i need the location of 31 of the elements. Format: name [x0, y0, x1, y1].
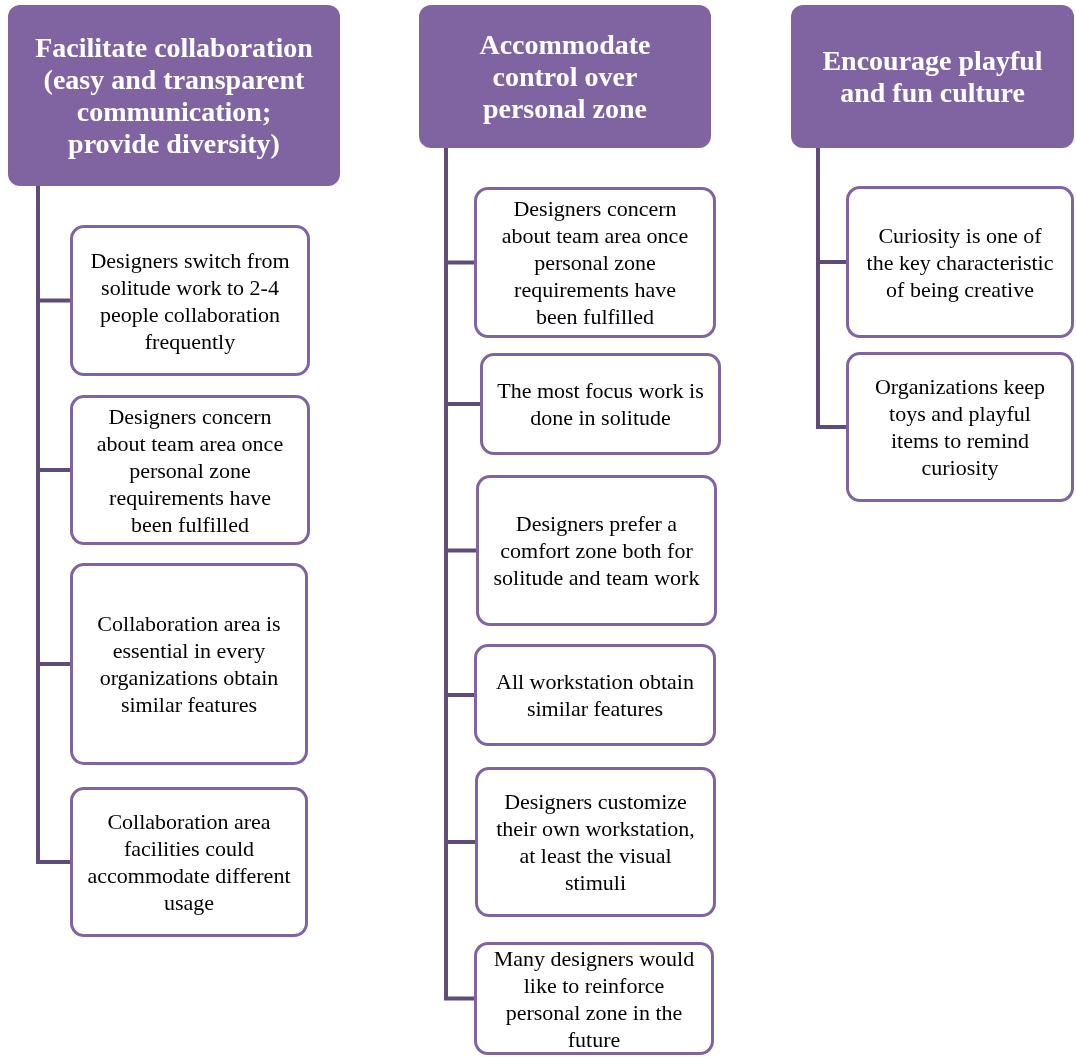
finding-box [474, 187, 716, 338]
finding-box [70, 225, 310, 376]
box-text: Facilitate collaboration (easy and transparent communication; provide diversity) [34, 31, 314, 160]
finding-box [475, 767, 716, 917]
box-text: Many designers would like to reinforce personal zone in the future [492, 944, 696, 1053]
finding-box [70, 787, 308, 937]
box-text: Designers prefer a comfort zone both for solitude and team work [493, 510, 700, 591]
finding-box [476, 475, 717, 626]
box-text: Designers concern about team area once personal zone requirements have been fulfilled [95, 402, 285, 538]
finding-box [846, 186, 1074, 338]
box-text: The most focus work is done in solitude [497, 377, 704, 431]
box-text: Accommodate control over personal zone [478, 28, 652, 125]
box-text: Designers customize their own workstation, at least the visual stimuli [495, 788, 696, 896]
box-text: Designers switch from solitude work to 2-4 people collaboration frequently [89, 246, 291, 355]
finding-box [474, 644, 716, 746]
box-text: Collaboration area facilities could accommodate different usage [87, 808, 291, 916]
category-header-box [8, 5, 340, 186]
box-text: Organizations keep toys and playful items to remind curiosity [873, 373, 1046, 481]
category-header-box [419, 5, 711, 148]
finding-box [846, 352, 1074, 502]
finding-box [70, 563, 308, 765]
box-text: All workstation obtain similar features [495, 668, 695, 722]
finding-box [474, 942, 714, 1055]
box-text: Designers concern about team area once personal zone requirements have been fulfilled [500, 195, 690, 330]
box-text: Collaboration area is essential in every organizations obtain similar features [96, 610, 282, 718]
finding-box [480, 353, 721, 455]
box-text: Encourage playful and fun culture [821, 44, 1044, 109]
category-header-box [791, 5, 1074, 148]
finding-box [70, 395, 310, 545]
box-text: Curiosity is one of the key characteristic of being creative [865, 221, 1055, 303]
connector-line [816, 148, 846, 429]
